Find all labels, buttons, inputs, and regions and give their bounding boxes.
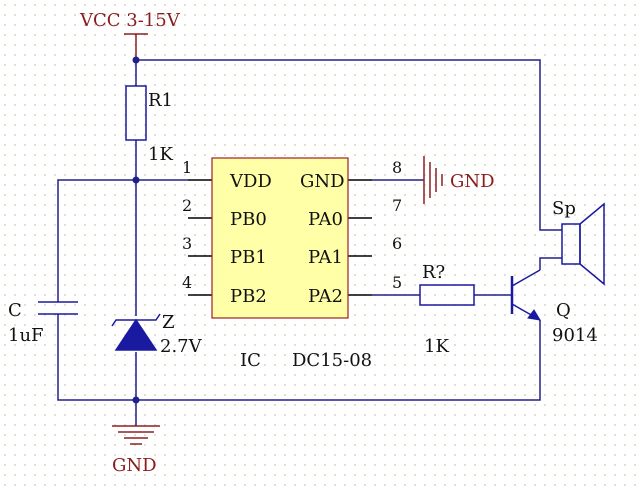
- pin-name-pa1: PA1: [308, 247, 343, 268]
- r1-ref: R1: [148, 90, 173, 111]
- vcc-label: VCC 3-15V: [79, 10, 181, 31]
- cap-value: 1uF: [8, 325, 44, 346]
- resistor-r2: R? 1K: [419, 262, 475, 357]
- ic-ref: IC: [240, 350, 261, 371]
- wire-collector-to-speaker: [539, 257, 562, 270]
- r2-ref: R?: [422, 262, 445, 283]
- capacitor-c: C 1uF: [8, 300, 78, 346]
- speaker-sp: Sp: [552, 198, 605, 286]
- cap-ref: C: [8, 300, 22, 321]
- pin-num-2: 2: [182, 196, 192, 215]
- ic-part: DC15-08: [292, 350, 372, 371]
- q-value: 9014: [552, 325, 598, 346]
- pin-num-4: 4: [182, 273, 192, 292]
- ic-body: [211, 157, 349, 319]
- r2-value: 1K: [424, 336, 449, 357]
- transistor-q: Q 9014: [510, 269, 598, 346]
- pin-name-pa2: PA2: [308, 286, 343, 307]
- wire-node-to-cap: [57, 179, 136, 302]
- pin-num-7: 7: [392, 196, 402, 215]
- ground-symbol-bottom: GND: [112, 425, 160, 476]
- resistor-r1: R1 1K: [125, 85, 173, 165]
- pin-name-gnd: GND: [300, 171, 345, 192]
- pin-name-pa0: PA0: [308, 209, 343, 230]
- zener-ref: Z: [162, 312, 175, 333]
- wires: [57, 59, 562, 426]
- vcc-power-port: VCC 3-15V: [79, 10, 181, 60]
- gnd-label-bottom: GND: [112, 455, 157, 476]
- ground-symbol-right: GND: [423, 156, 495, 204]
- junction-vcc: [132, 56, 140, 64]
- pin-num-6: 6: [392, 234, 402, 253]
- junctions: [132, 56, 140, 404]
- wire-vcc-to-speaker: [136, 59, 562, 231]
- speaker-ref: Sp: [552, 198, 576, 219]
- pin-num-8: 8: [392, 158, 402, 177]
- pin-name-pb0: PB0: [230, 209, 267, 230]
- pin-num-3: 3: [182, 234, 192, 253]
- r1-value: 1K: [148, 144, 173, 165]
- pin-num-1: 1: [182, 158, 192, 177]
- junction-gnd: [132, 396, 140, 404]
- zener-diode: Z 2.7V: [111, 312, 203, 357]
- pin-name-pb1: PB1: [230, 247, 267, 268]
- pin-num-5: 5: [392, 273, 402, 292]
- pin-name-vdd: VDD: [229, 171, 272, 192]
- wire-ground-rail: [57, 314, 541, 401]
- junction-vdd: [132, 176, 140, 184]
- gnd-label-right: GND: [450, 171, 495, 192]
- pin-name-pb2: PB2: [230, 286, 267, 307]
- zener-value: 2.7V: [160, 336, 203, 357]
- ic-dc15-08: 1 2 3 4 8 7 6 5 VDD PB0 PB1 PB2 GND PA0 …: [182, 157, 402, 371]
- q-ref: Q: [556, 300, 571, 321]
